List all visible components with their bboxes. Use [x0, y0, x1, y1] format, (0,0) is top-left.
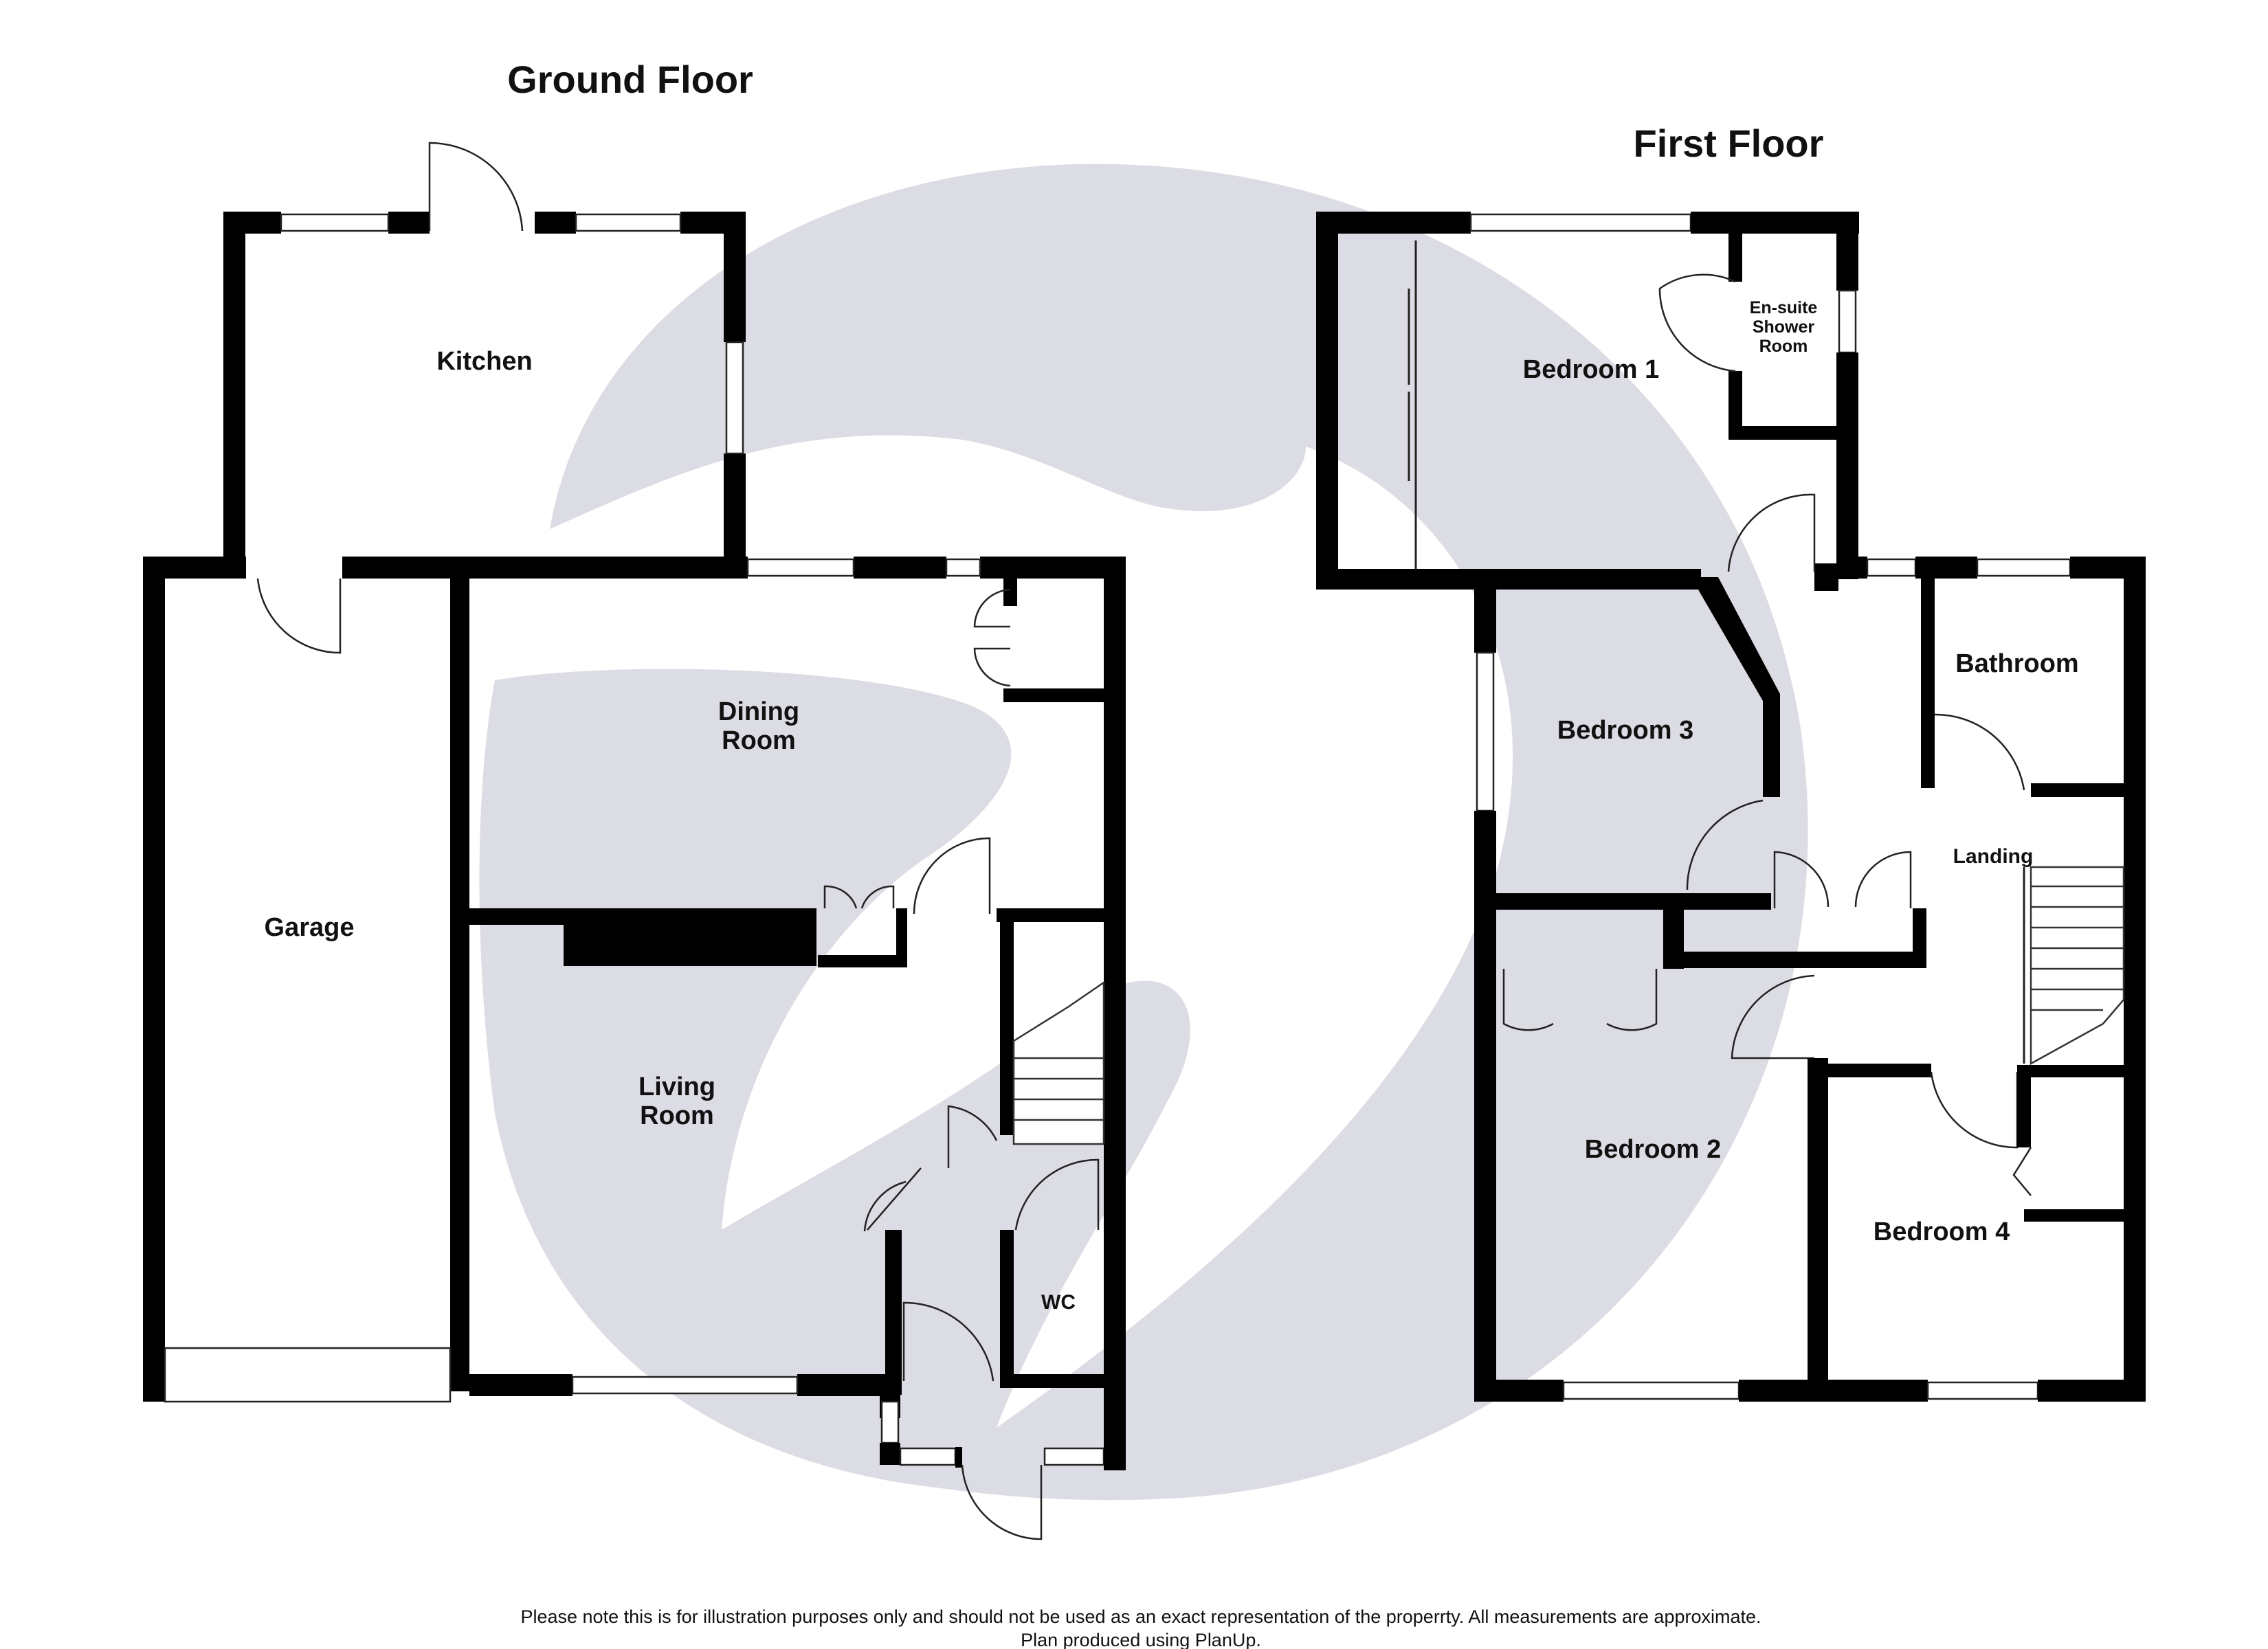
- room-label-bedroom3: Bedroom 3: [1557, 716, 1693, 745]
- cupboard-door: [973, 588, 1011, 628]
- dining-window: [746, 558, 855, 577]
- bedroom1-door: [1727, 493, 1816, 572]
- room-label-ensuite-3: Room: [1759, 337, 1808, 356]
- landing-window: [1866, 558, 1917, 577]
- cupboard-door: [1854, 851, 1912, 908]
- room-label-garage: Garage: [265, 913, 355, 942]
- room-label-landing: Landing: [1953, 845, 2034, 868]
- back-door: [428, 142, 524, 232]
- room-label-bedroom2: Bedroom 2: [1585, 1135, 1721, 1164]
- kitchen-window: [280, 213, 390, 232]
- hall-door: [913, 837, 991, 915]
- cupboard-door: [860, 885, 895, 909]
- cupboard-door: [1773, 851, 1830, 908]
- room-label-living-1: Living: [638, 1073, 715, 1101]
- porch-door: [902, 1301, 994, 1382]
- living-window: [571, 1376, 799, 1395]
- room-label-kitchen: Kitchen: [436, 347, 532, 376]
- bedroom2-door: [1731, 974, 1815, 1059]
- garage-door: [164, 1347, 452, 1403]
- kitchen-window: [725, 341, 744, 455]
- living-door: [947, 1105, 998, 1168]
- room-label-bedroom4: Bedroom 4: [1874, 1218, 2010, 1246]
- room-label-living-2: Room: [640, 1101, 714, 1130]
- room-label-dining-2: Room: [722, 726, 796, 755]
- cupboard-door: [823, 885, 858, 909]
- bedroom1-window: [1469, 213, 1692, 232]
- first-floor-plan: Bedroom 1 En-suite Shower Room Bedroom 3…: [1316, 212, 2146, 1402]
- wc-door: [1014, 1158, 1100, 1231]
- room-label-bedroom1: Bedroom 1: [1523, 355, 1659, 384]
- first-floor-title: First Floor: [1634, 122, 1824, 165]
- bedroom3-door: [1686, 799, 1764, 890]
- bedroom2-window: [1562, 1381, 1740, 1400]
- wardrobe-door: [2012, 1147, 2032, 1196]
- porch-window: [899, 1447, 957, 1466]
- bathroom-door: [1934, 713, 2025, 791]
- wardrobe-door: [1502, 969, 1658, 1031]
- disclaimer-text: Please note this is for illustration pur…: [520, 1606, 1761, 1627]
- room-label-wc: WC: [1041, 1291, 1076, 1314]
- kitchen-garage-door: [256, 578, 342, 654]
- bedroom4-door: [1930, 1071, 2019, 1149]
- ensuite-door: [1658, 273, 1736, 372]
- bathroom-window: [1976, 558, 2071, 577]
- front-door: [961, 1464, 1043, 1540]
- bedroom3-window: [1476, 651, 1495, 812]
- hall-door: [863, 1167, 922, 1232]
- room-label-ensuite-1: En-suite: [1750, 298, 1818, 317]
- credit-text: Plan produced using PlanUp.: [1021, 1630, 1261, 1649]
- ensuite-window: [1838, 289, 1857, 354]
- porch-window: [1043, 1447, 1105, 1466]
- cupboard-door: [973, 647, 1011, 687]
- first-floor-stairs: [2030, 866, 2125, 1066]
- room-label-dining-1: Dining: [718, 697, 799, 726]
- ground-floor-plan: Kitchen Garage Dining Room Living Room W…: [143, 142, 1126, 1540]
- ground-stairs: [1012, 980, 1105, 1145]
- bedroom4-window: [1926, 1381, 2039, 1400]
- ground-floor-title: Ground Floor: [507, 58, 753, 101]
- room-label-ensuite-2: Shower: [1753, 317, 1815, 337]
- porch-window: [880, 1400, 900, 1444]
- dining-window: [945, 558, 981, 577]
- kitchen-window: [575, 213, 682, 232]
- room-label-bathroom: Bathroom: [1955, 649, 2078, 678]
